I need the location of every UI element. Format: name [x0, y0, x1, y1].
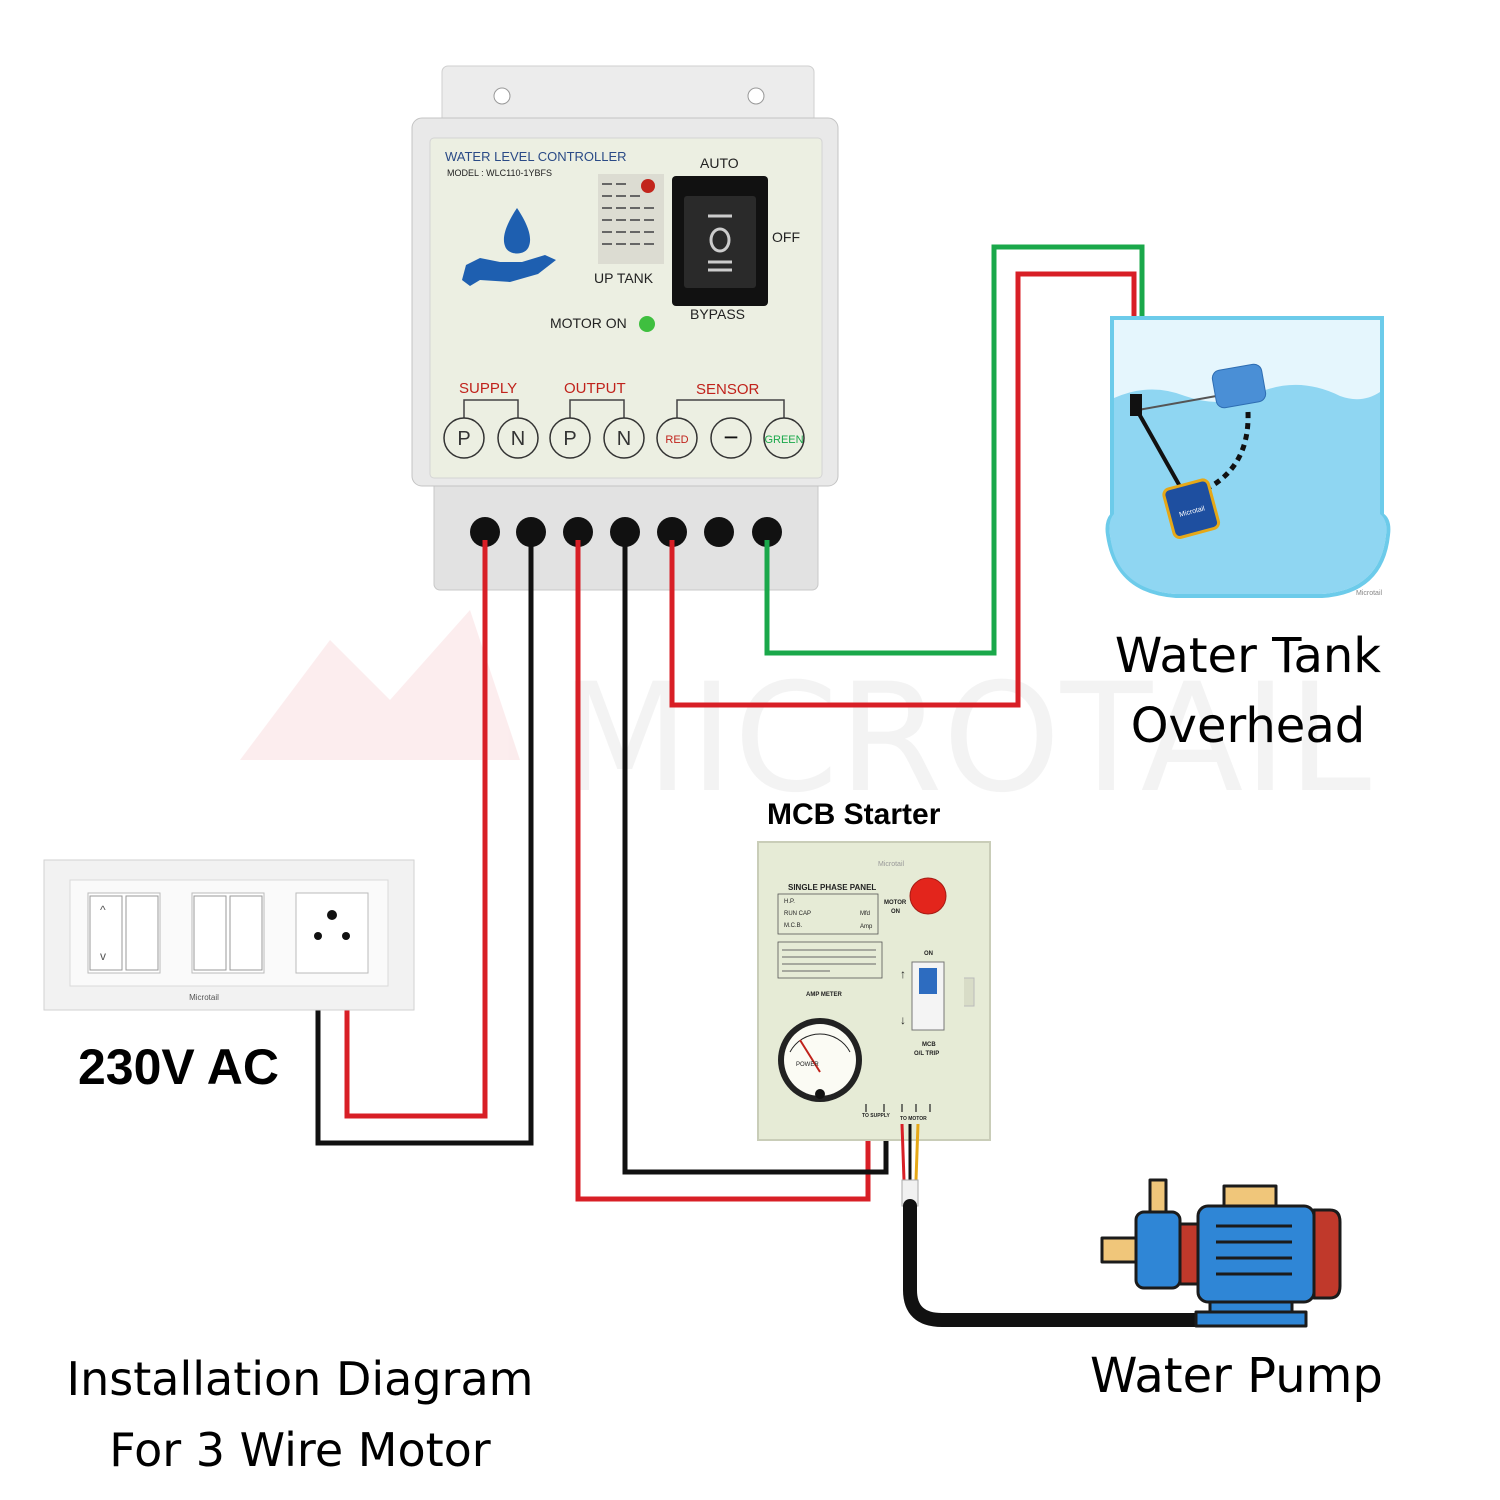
- starter-panel-title: SINGLE PHASE PANEL: [788, 883, 876, 892]
- down-arrow-icon: v: [100, 949, 106, 963]
- up-arrow-icon: ^: [100, 903, 106, 917]
- supply-voltage-label: 230V AC: [78, 1039, 280, 1095]
- to-supply-label: TO SUPPLY: [862, 1113, 890, 1119]
- group-sensor-label: SENSOR: [696, 381, 760, 398]
- wall-switchboard: ^ v Microtail: [43, 859, 415, 1011]
- mount-hole-left: [493, 87, 511, 105]
- output-terminal-strip: [865, 1104, 931, 1112]
- rating-mfd: Mfd: [860, 911, 870, 917]
- tank-brand-text: Microtail: [1356, 590, 1383, 597]
- switch-3: [193, 895, 227, 971]
- switch-bypass-label: BYPASS: [690, 306, 745, 322]
- lamp-motor-label: MOTOR: [884, 900, 907, 906]
- terminal-p2-label: P: [563, 428, 576, 450]
- float-switch-upper-icon: [1211, 363, 1267, 409]
- wiring: [315, 244, 1145, 1202]
- lamp-on-label: ON: [891, 909, 900, 915]
- group-supply-label: SUPPLY: [459, 380, 517, 397]
- watermark-text: MICROTAIL: [560, 652, 1371, 826]
- starter-brand-text: Microtail: [878, 861, 905, 868]
- motor-on-led: [639, 316, 655, 332]
- socket-module: [295, 892, 369, 974]
- wire-supply-phase: [344, 540, 488, 1119]
- water-hand-icon: [462, 208, 556, 286]
- mcb-trip-label: MCB: [922, 1042, 936, 1048]
- switch-auto-label: AUTO: [700, 155, 739, 171]
- watermark: MICROTAIL: [240, 610, 1371, 826]
- amp-meter-gauge: POWER: [778, 1018, 862, 1102]
- screw-terminals: [470, 517, 782, 547]
- switch-4: [229, 895, 263, 971]
- water-level-controller: WATER LEVEL CONTROLLER MODEL : WLC110-1Y…: [411, 65, 839, 591]
- water-pump-icon: [1100, 1178, 1342, 1328]
- socket-phase-pin-icon: [342, 932, 350, 940]
- terminal-n2-label: N: [617, 428, 631, 450]
- rating-hp: H.P.: [784, 899, 795, 905]
- terminal-minus-label: −: [723, 422, 738, 452]
- wire-sensor-green: [764, 244, 1145, 656]
- terminal-green-label: GREEN: [764, 434, 803, 446]
- wire-sensor-red: [669, 271, 1137, 708]
- up-tank-led: [641, 179, 655, 193]
- socket-earth-pin-icon: [327, 910, 337, 920]
- wire-output-phase: [575, 540, 871, 1202]
- motor-on-lamp[interactable]: [909, 877, 947, 915]
- mcb-lever[interactable]: [919, 968, 937, 994]
- rating-mcb: M.C.B.: [784, 923, 803, 929]
- amp-meter-needle: [799, 1039, 821, 1073]
- switch-1: [89, 895, 123, 971]
- diagram-caption: Installation Diagram For 3 Wire Motor: [30, 1344, 570, 1487]
- instruction-plate: [777, 941, 883, 979]
- amp-meter-label: AMP METER: [806, 992, 843, 998]
- group-output-label: OUTPUT: [564, 380, 626, 397]
- float-switch-lower-icon: Microtail: [1162, 478, 1221, 539]
- ol-trip-label: O/L TRIP: [914, 1051, 939, 1057]
- caption-line2: For 3 Wire Motor: [109, 1423, 491, 1478]
- terminal-p1-label: P: [457, 428, 470, 450]
- caption-line1: Installation Diagram: [66, 1352, 534, 1406]
- switch-off-label: OFF: [772, 229, 800, 245]
- terminal-markers: [443, 417, 805, 459]
- socket-neutral-pin-icon: [314, 932, 322, 940]
- water-tank-label: Water Tank Overhead: [1090, 622, 1406, 761]
- up-tank-gauge: [598, 174, 664, 264]
- rating-plate: [777, 893, 879, 935]
- motor-cable: [900, 1123, 1207, 1327]
- wire-supply-neutral: [315, 540, 534, 1146]
- mcb-down-arrow-icon: ↓: [900, 1013, 906, 1027]
- switch-2: [125, 895, 159, 971]
- watermark-logo-icon: [240, 610, 520, 760]
- mcb-starter-panel: Microtail SINGLE PHASE PANEL H.P. RUN CA…: [757, 841, 991, 1141]
- water-pump-label: Water Pump: [1090, 1348, 1383, 1404]
- overhead-water-tank: Microtail Microtail: [1105, 316, 1391, 598]
- wire-output-neutral: [622, 540, 889, 1175]
- float-cable-clamp: [1130, 394, 1142, 416]
- mode-rocker-switch[interactable]: [672, 176, 768, 306]
- panel-latch: [964, 977, 975, 1007]
- amp-meter-text: POWER: [796, 1062, 819, 1068]
- controller-title: WATER LEVEL CONTROLLER: [445, 149, 627, 164]
- switchboard-brand: Microtail: [189, 993, 219, 1002]
- up-tank-label: UP TANK: [594, 270, 654, 286]
- water-tank-label-line1: Water Tank: [1114, 628, 1382, 684]
- rating-run-cap: RUN CAP: [784, 911, 811, 917]
- mcb-on-label: ON: [924, 951, 933, 957]
- mcb-starter-label: MCB Starter: [767, 798, 941, 831]
- to-motor-label: TO MOTOR: [900, 1116, 927, 1122]
- terminal-n1-label: N: [511, 428, 525, 450]
- water-tank-label-line2: Overhead: [1130, 697, 1366, 754]
- motor-on-label: MOTOR ON: [550, 315, 627, 331]
- terminal-red-label: RED: [665, 434, 688, 446]
- mount-hole-right: [747, 87, 765, 105]
- instruction-lines: [782, 949, 876, 972]
- controller-model: MODEL : WLC110-1YBFS: [447, 168, 552, 178]
- mcb-up-arrow-icon: ↑: [900, 967, 906, 981]
- rating-amp: Amp: [860, 924, 873, 930]
- group-brackets: [463, 399, 785, 418]
